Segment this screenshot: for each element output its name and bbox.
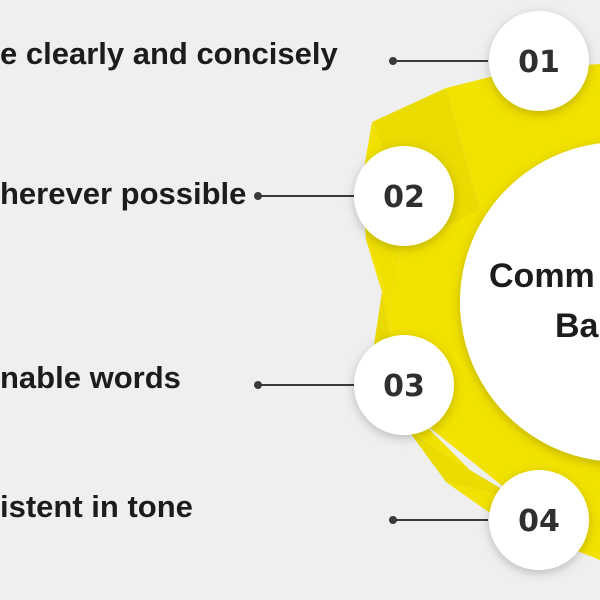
tip-text-3: nable words xyxy=(0,360,181,395)
step-4: 04 xyxy=(389,470,589,570)
number-badge xyxy=(354,335,454,435)
connector-dot xyxy=(254,381,262,389)
tip-text-4: istent in tone xyxy=(0,489,193,524)
step-3: 03 xyxy=(254,335,454,435)
number-label: 01 xyxy=(518,45,560,80)
center-title-line2: Ba xyxy=(555,307,600,345)
connector-dot xyxy=(389,516,397,524)
number-label: 03 xyxy=(383,369,425,404)
center-circle xyxy=(460,143,600,461)
number-badge xyxy=(489,11,589,111)
ring-segment-5 xyxy=(366,240,392,346)
number-badge xyxy=(489,470,589,570)
number-label: 04 xyxy=(518,504,560,539)
connector-dot xyxy=(254,192,262,200)
tip-text-2: herever possible xyxy=(0,176,247,211)
number-label: 02 xyxy=(383,180,425,215)
ring-segment-8 xyxy=(408,430,520,500)
tip-text-1: e clearly and concisely xyxy=(0,36,338,71)
center-title-line1: Comm xyxy=(489,257,595,295)
step-1: 01 xyxy=(389,11,589,111)
step-2: 02 xyxy=(254,146,454,246)
ring-segment-6 xyxy=(372,292,420,420)
number-badge xyxy=(354,146,454,246)
connector-dot xyxy=(389,57,397,65)
